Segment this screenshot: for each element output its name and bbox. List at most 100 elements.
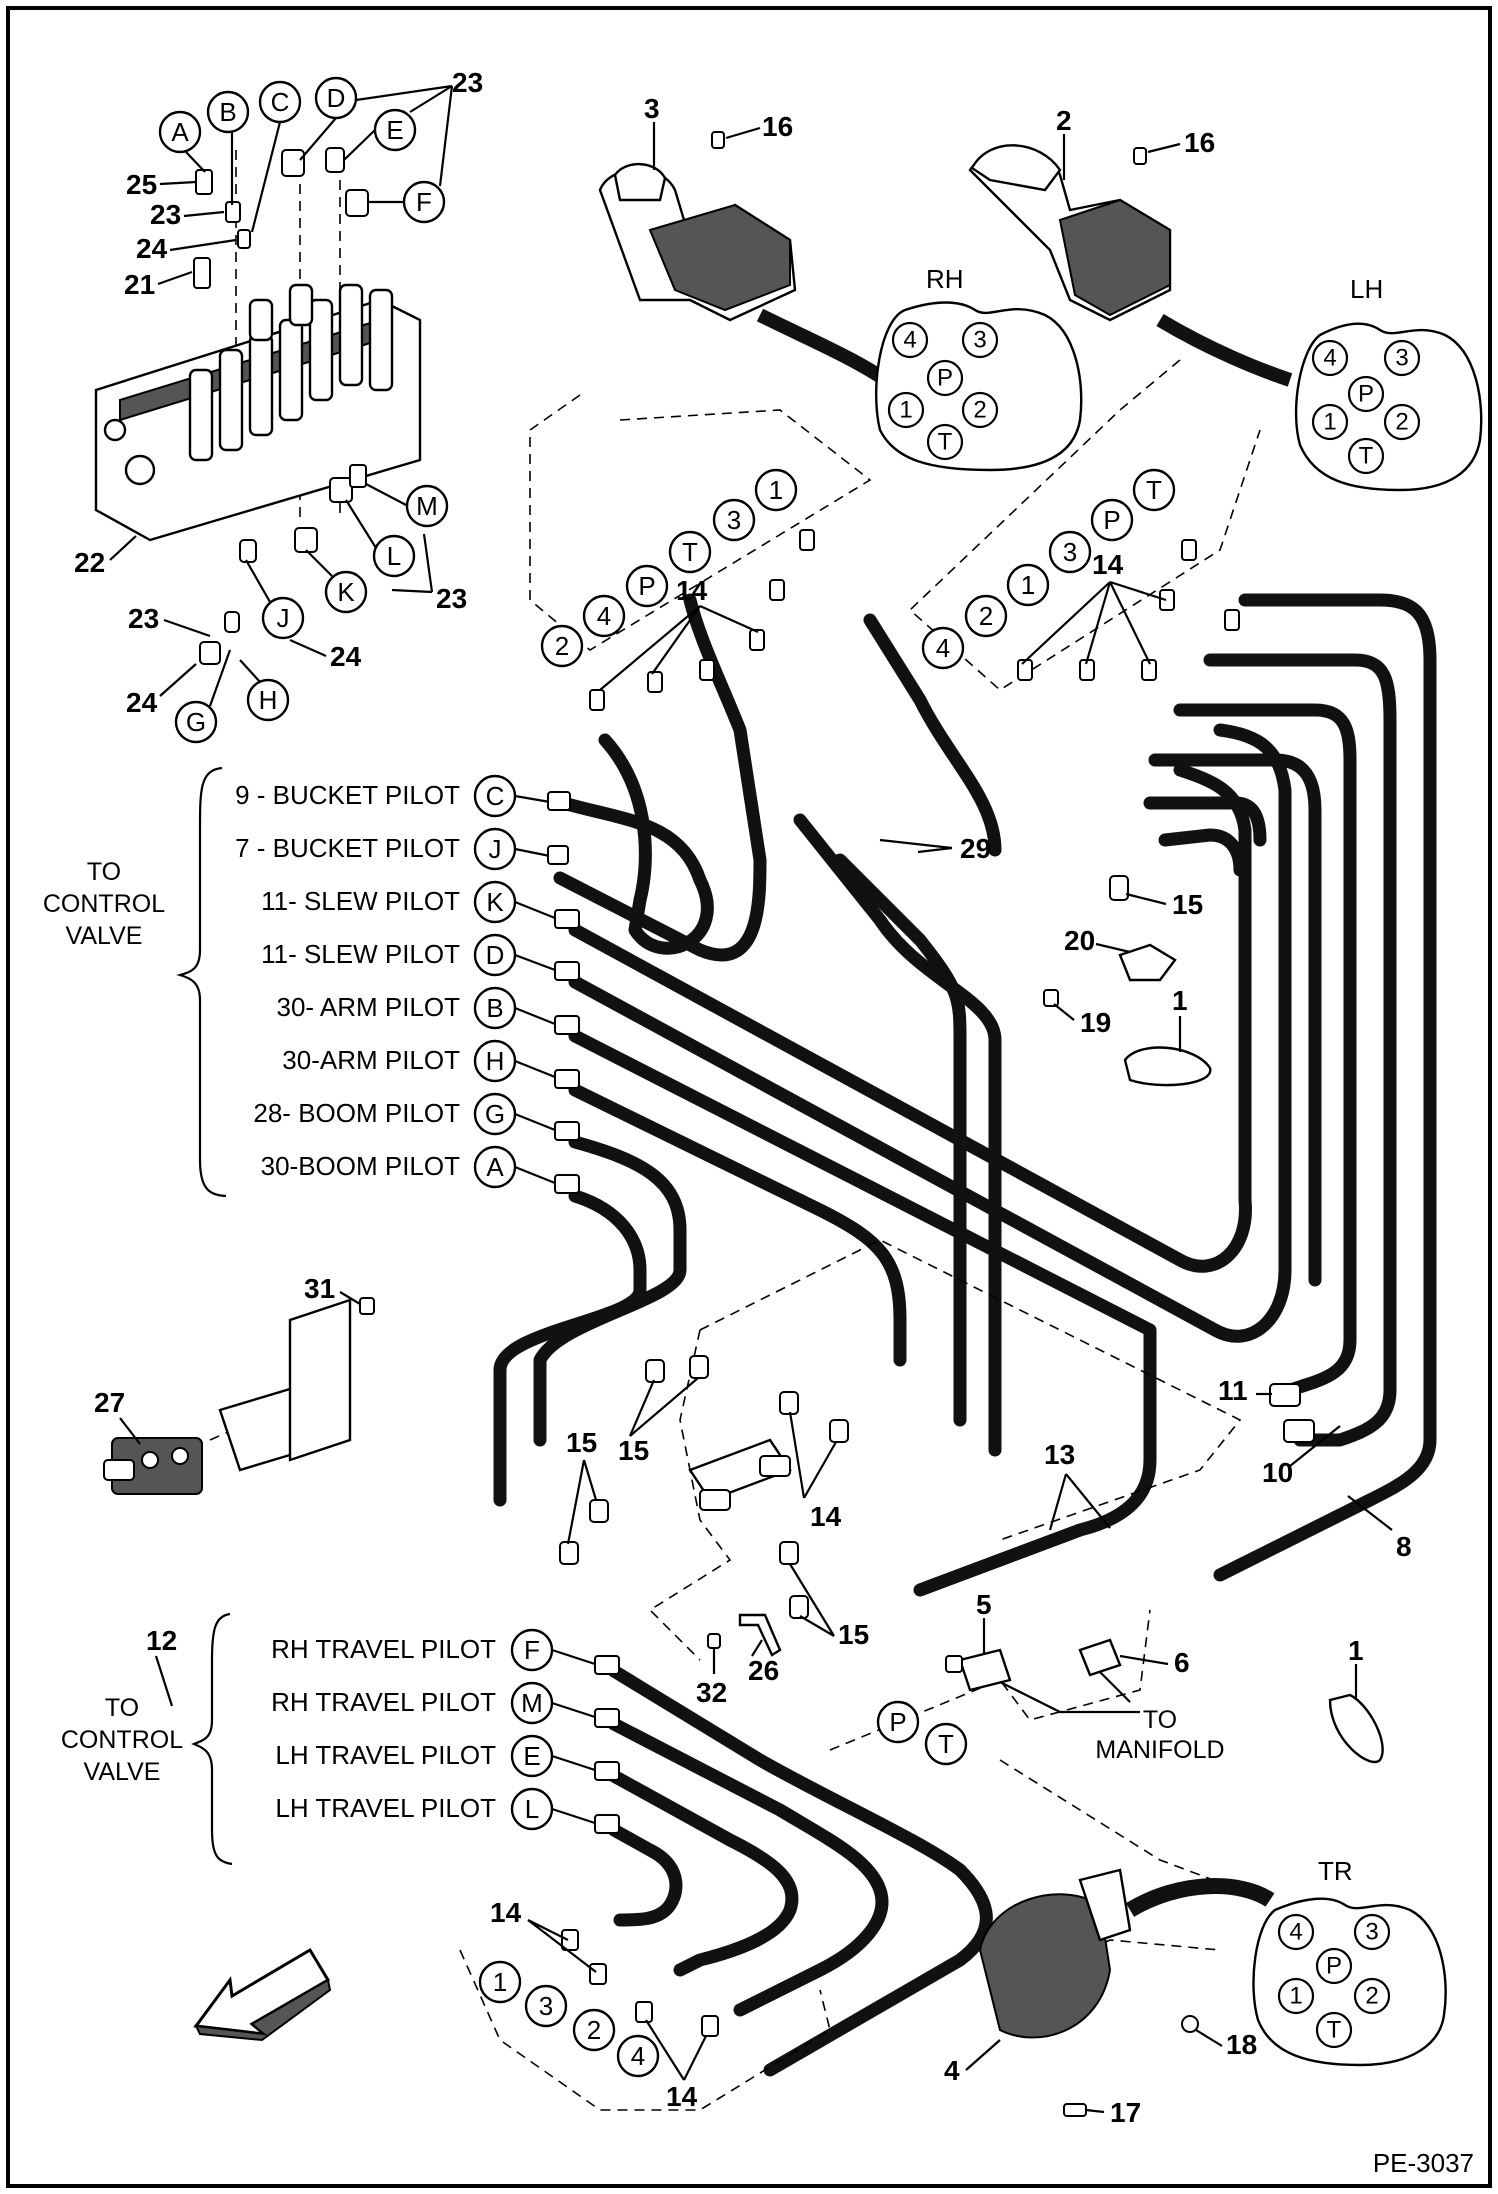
lh-port-fittings [1017, 539, 1240, 681]
svg-text:3: 3 [727, 505, 741, 535]
svg-text:32: 32 [696, 1677, 727, 1708]
svg-text:J: J [489, 834, 502, 864]
svg-text:H: H [486, 1046, 505, 1076]
hose-h [568, 1083, 907, 1367]
hose-lh5 [1143, 796, 1267, 847]
tr-pin-t: T [1327, 2017, 1342, 2044]
svg-text:13: 13 [1044, 1439, 1075, 1470]
brace-top [176, 766, 227, 1198]
part-32-screw: 32 [696, 1633, 727, 1708]
svg-text:RH TRAVEL PILOT: RH TRAVEL PILOT [271, 1687, 496, 1717]
svg-text:B: B [486, 993, 503, 1023]
callout-23-right: 23 [436, 583, 467, 614]
lh-joystick-part-number: 2 [1056, 105, 1072, 136]
rh-port-bubbles: 2 4 P T 3 1 [540, 468, 798, 668]
rh-joystick-boot [648, 203, 791, 312]
svg-text:31: 31 [304, 1273, 335, 1304]
callout-23-mid: 23 [150, 199, 181, 230]
lh-pin-1: 1 [1323, 409, 1336, 436]
port-row-k: 11- SLEW PILOT K [261, 880, 580, 929]
hose-11 [1173, 703, 1357, 1397]
figure-id: PE-3037 [1373, 2148, 1474, 2178]
port-row-d: 11- SLEW PILOT D [261, 933, 580, 981]
tr-pin-2: 2 [1365, 1983, 1378, 2010]
svg-text:30- ARM PILOT: 30- ARM PILOT [277, 992, 461, 1022]
valve-callout-d: D [314, 76, 358, 120]
svg-text:K: K [486, 887, 504, 917]
svg-text:RH TRAVEL PILOT: RH TRAVEL PILOT [271, 1634, 496, 1664]
svg-text:4: 4 [936, 633, 950, 663]
svg-text:2: 2 [555, 631, 569, 661]
svg-text:2: 2 [587, 2015, 601, 2045]
svg-text:A: A [486, 1152, 504, 1182]
svg-text:M: M [416, 491, 438, 521]
hose-10 [1203, 653, 1397, 1447]
part-15-manifold-callouts: 15 15 14 15 [566, 1377, 869, 1650]
svg-text:1: 1 [769, 475, 783, 505]
svg-text:G: G [186, 707, 206, 737]
rh-port-fittings [589, 529, 815, 711]
svg-text:H: H [259, 685, 278, 715]
svg-text:P: P [638, 571, 655, 601]
svg-text:T: T [1146, 475, 1162, 505]
rh-pin-p: P [937, 365, 953, 392]
part-17-rh-screw: 16 [711, 111, 793, 149]
svg-text:11- SLEW PILOT: 11- SLEW PILOT [261, 939, 460, 969]
travel-cable [1125, 1878, 1275, 1917]
misc-parts: 16 16 14 14 29 15 20 [94, 111, 1412, 2128]
valve-callout-g: G [174, 700, 218, 744]
svg-text:LH TRAVEL PILOT: LH TRAVEL PILOT [275, 1740, 496, 1770]
port-row-e: LH TRAVEL PILOT E [275, 1734, 620, 1781]
travel-part-number: 4 [944, 2055, 960, 2086]
svg-text:4: 4 [597, 601, 611, 631]
svg-text:16: 16 [1184, 127, 1215, 158]
lh-connector: 4 3 P 1 2 T [1294, 322, 1483, 492]
svg-text:A: A [171, 117, 189, 147]
part-13: 13 [1044, 1439, 1111, 1531]
caption-top-line3: VALVE [66, 922, 143, 950]
valve-callout-c: C [258, 80, 302, 124]
svg-text:K: K [337, 577, 355, 607]
lh-joystick-label: LH [1350, 274, 1383, 304]
lh-joystick-grip [970, 144, 1062, 192]
manifold-label-line2: MANIFOLD [1095, 1736, 1224, 1764]
svg-text:30-ARM PILOT: 30-ARM PILOT [282, 1045, 460, 1075]
part-15-top: 15 [1109, 875, 1203, 920]
svg-text:LH TRAVEL PILOT: LH TRAVEL PILOT [275, 1793, 496, 1823]
svg-text:F: F [416, 187, 432, 217]
caption-bottom-line1: TO [105, 1694, 139, 1722]
hose-g [533, 1135, 687, 1447]
svg-text:B: B [219, 97, 236, 127]
svg-text:15: 15 [618, 1435, 649, 1466]
hose-8 [1213, 593, 1437, 1582]
svg-text:E: E [386, 115, 403, 145]
travel-fittings [561, 1929, 719, 2037]
valve-spools [103, 283, 394, 486]
part-16-bolt: 17 [1063, 2097, 1141, 2128]
svg-text:C: C [486, 781, 505, 811]
svg-text:4: 4 [631, 2041, 645, 2071]
part-20-nut: 18 [1181, 2015, 1257, 2060]
hose-lh6 [1158, 828, 1247, 877]
callout-24-bottom: 24 [126, 687, 158, 718]
caption-top-line2: CONTROL [43, 890, 165, 918]
rh-pin-1: 1 [899, 397, 912, 424]
svg-text:D: D [327, 83, 346, 113]
port-row-f: RH TRAVEL PILOT F [271, 1628, 620, 1675]
part-29: 29 [879, 833, 991, 864]
part-17-lh-screw: 16 [1133, 127, 1215, 165]
callout-24-mid: 24 [136, 233, 168, 264]
lh-pin-2: 2 [1395, 409, 1408, 436]
hose-a [493, 1189, 647, 1507]
part-10: 10 [1262, 1419, 1341, 1488]
valve-callout-e: E [373, 108, 417, 152]
svg-text:1: 1 [1172, 985, 1188, 1016]
svg-text:15: 15 [1172, 889, 1203, 920]
port-row-h: 30-ARM PILOT H [282, 1039, 580, 1089]
valve-part-numbers: 23 25 23 24 21 22 23 24 24 23 [74, 67, 483, 718]
lh-joystick-boot [1058, 198, 1171, 317]
part-8: 8 [1347, 1495, 1412, 1562]
control-valve-labels-bottom: 12 TO CONTROL VALVE RH TRAVEL PILOT F RH… [61, 1612, 620, 1866]
svg-text:3: 3 [1063, 537, 1077, 567]
rh-joystick: 3 RH 4 3 P 1 2 T 2 4 P T 3 1 [540, 93, 1083, 711]
